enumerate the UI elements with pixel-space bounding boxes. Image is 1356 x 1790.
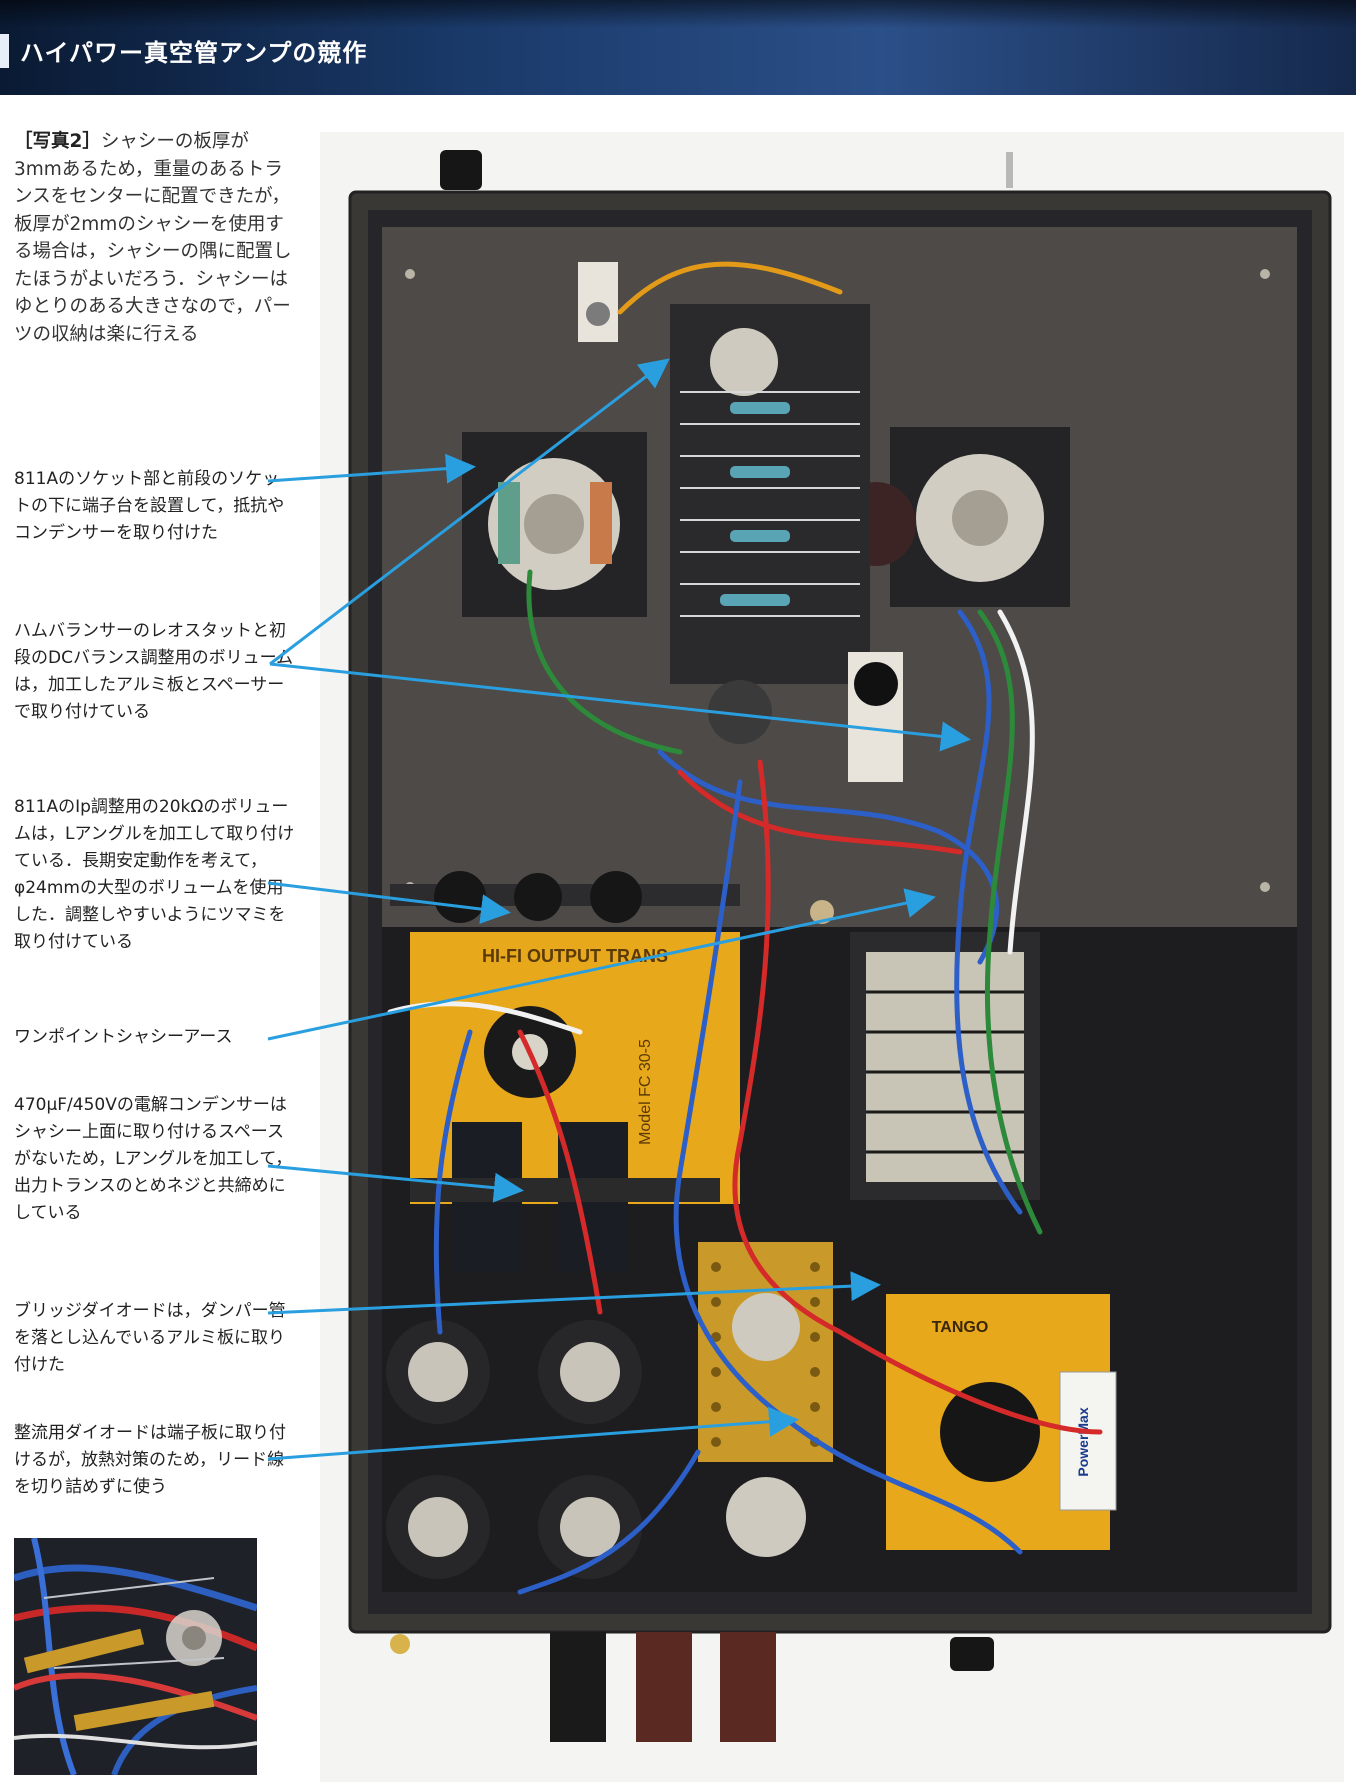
- ip-volume-knob-2: [514, 873, 562, 921]
- arrow-ground: [267, 888, 936, 1041]
- toggle-switch: [1006, 152, 1013, 188]
- callout-electrolytic-cap: 470μF/450Vの電解コンデンサーはシャシー上面に取り付けるスペースがないた…: [14, 1095, 293, 1223]
- arrow-socket-terminal: [267, 453, 476, 484]
- arrow-hum-balancer-2: [269, 662, 971, 752]
- callout-socket-terminal: 811Aのソケット部と前段のソケットの下に端子台を設置して，抵抗やコンデンサーを…: [14, 469, 285, 543]
- fuse-holder: [950, 1637, 994, 1671]
- binding-post-3: [720, 1632, 776, 1742]
- header-accent-bar: [0, 34, 9, 68]
- output-transformer-model: Model FC 30-5: [637, 1039, 654, 1145]
- ground-lug: [810, 900, 834, 924]
- inset-closeup-photo: [14, 1538, 257, 1775]
- arrow-rectifier-diode: [267, 1406, 799, 1461]
- power-max-capacitor: [1059, 1371, 1117, 1511]
- chassis-photo: HI-FI OUTPUT TRANS Model FC 30-5: [320, 132, 1344, 1782]
- ip-volume-knob-1: [434, 871, 486, 923]
- choke-brand: TANGO: [932, 1319, 989, 1336]
- callout-one-point-ground: ワンポイントシャシーアース: [14, 1027, 233, 1047]
- arrow-bridge-diode: [267, 1271, 881, 1315]
- arrow-electrolytic-cap: [267, 1164, 524, 1203]
- arrow-ip-volume: [267, 881, 511, 924]
- binding-post-2: [636, 1632, 692, 1742]
- page-header: ハイパワー真空管アンプの競作: [0, 0, 1356, 95]
- output-transformer-label: HI-FI OUTPUT TRANS: [482, 946, 668, 966]
- ground-terminal: [390, 1634, 410, 1654]
- arrow-hum-balancer-1: [269, 358, 670, 666]
- callout-bridge-diode: ブリッジダイオードは，ダンパー管を落とし込んでいるアルミ板に取り付けた: [14, 1301, 286, 1375]
- binding-post-1: [550, 1632, 606, 1742]
- callout-hum-balancer: ハムバランサーのレオスタットと初段のDCバランス調整用のボリュームは，加工したア…: [14, 621, 294, 722]
- photo-caption-text: シャシーの板厚が3mmあるため，重量のあるトランスをセンターに配置できたが，板厚…: [14, 131, 292, 345]
- ip-volume-knob-3: [590, 871, 642, 923]
- front-knob: [440, 150, 482, 190]
- power-max-label: PowerMax: [1075, 1407, 1091, 1476]
- callout-ip-volume: 811AのIp調整用の20kΩのボリュームは，Lアングルを加工して取り付けている…: [14, 797, 295, 952]
- photo-caption: ［写真2］シャシーの板厚が3mmあるため，重量のあるトランスをセンターに配置でき…: [14, 128, 296, 348]
- damper-tube-socket: [732, 1293, 800, 1361]
- page-title: ハイパワー真空管アンプの競作: [20, 39, 368, 67]
- front-tube-socket: [708, 680, 772, 744]
- photo-caption-label: ［写真2］: [14, 131, 101, 152]
- callout-rectifier-diode: 整流用ダイオードは端子板に取り付けるが，放熱対策のため，リード線を切り詰めずに使…: [14, 1423, 286, 1497]
